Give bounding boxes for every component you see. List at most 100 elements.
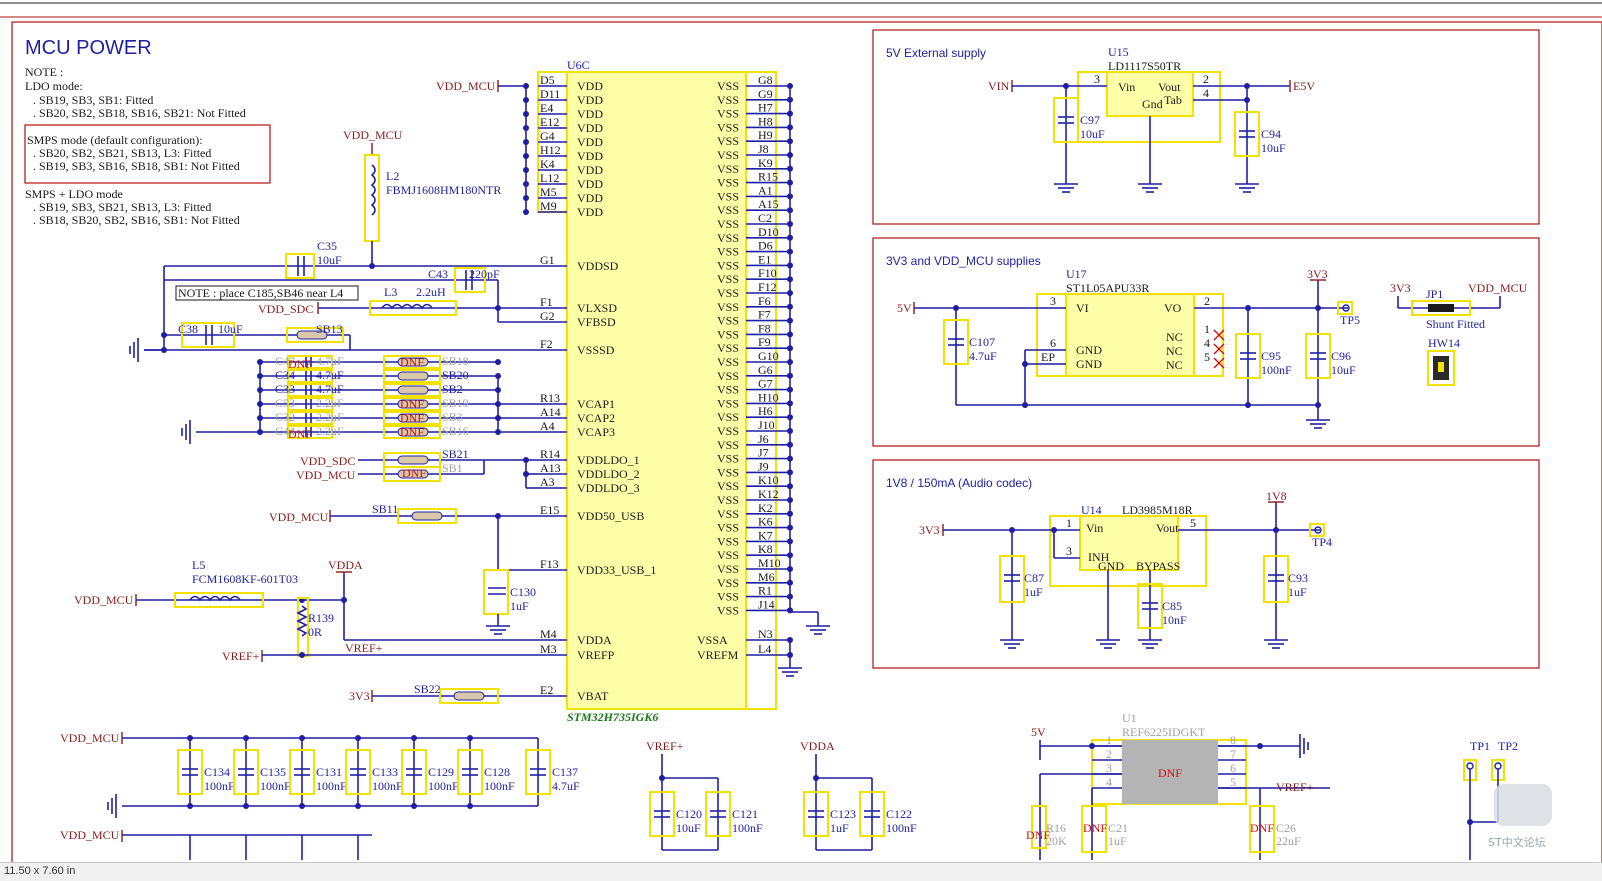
c96-value: 10uF <box>1331 363 1356 377</box>
row-solder-bridge <box>383 397 441 411</box>
chat-bubble-icon <box>1494 784 1552 826</box>
u15-part: LD1117S50TR <box>1108 59 1181 73</box>
hw14-ref: HW14 <box>1428 336 1460 350</box>
mcu-pin-number: H12 <box>540 143 561 157</box>
row-cap-ref: C33 <box>275 382 295 396</box>
mcu-pin-number: C2 <box>758 211 772 225</box>
mcu-right-pins: G8VSSG9VSSH7VSSH8VSSH9VSSJ8VSSK9VSSR15VS… <box>697 73 793 662</box>
mcu-pin-name: VSS <box>717 479 739 493</box>
mcu-pin-name: VSS <box>717 396 739 410</box>
u17-nc: NC <box>1166 330 1183 344</box>
net-vdd-mcu-sb1: VDD_MCU <box>296 468 356 482</box>
u17-gnd-2: GND <box>1076 357 1102 371</box>
note-line: NOTE : <box>25 65 63 79</box>
row-capacitor <box>287 425 333 439</box>
mcu-pin-number: D6 <box>758 239 773 253</box>
u1-pin-number: 5 <box>1230 775 1236 789</box>
junction-dot <box>411 803 417 809</box>
mcu-pin-number: M10 <box>758 556 781 570</box>
mcu-pin-name: VDDLDO_3 <box>577 481 640 495</box>
mcu-pin-name: VDDA <box>577 633 612 647</box>
mcu-pin-name: VDD <box>577 107 603 121</box>
mcu-pin-name: VSS <box>717 258 739 272</box>
c21-dnf: DNF <box>1083 821 1107 835</box>
u1-body <box>1122 740 1218 804</box>
solder-bridge-sb1 <box>383 466 441 482</box>
u14-vin: Vin <box>1086 521 1103 535</box>
decoupling-ref: C134 <box>204 765 230 779</box>
row-capacitor <box>287 411 333 425</box>
c93-ref: C93 <box>1288 571 1308 585</box>
mcu-pin-number: L12 <box>540 171 559 185</box>
c26-value: 22uF <box>1276 834 1301 848</box>
capacitor-c35 <box>285 253 315 279</box>
u15-body <box>1106 71 1194 117</box>
u17-vo: VO <box>1164 301 1182 315</box>
decoupling-ref: C128 <box>484 765 510 779</box>
filter-cap-ref: C120 <box>676 807 702 821</box>
tp2-ref: TP2 <box>1498 739 1518 753</box>
mcu-pin-number: F10 <box>758 266 777 280</box>
ferrite-l5 <box>174 592 264 608</box>
filter-capacitor <box>803 791 829 837</box>
mcu-pin-number: R1 <box>758 584 772 598</box>
mcu-pin-number: K10 <box>758 473 779 487</box>
decoupling-ref: C129 <box>428 765 454 779</box>
mcu-pin-name: VSS <box>717 534 739 548</box>
mcu-pin-name: VSS <box>717 493 739 507</box>
ground-symbol <box>806 612 830 635</box>
mcu-pin-name: VSS <box>717 120 739 134</box>
row-cap-value: 4.7uF <box>316 354 344 368</box>
mcu-pin-name: VFBSD <box>577 315 616 329</box>
row-capacitor <box>287 383 333 397</box>
mcu-pin-number: J8 <box>758 142 769 156</box>
test-point-tp5 <box>1337 301 1353 315</box>
mcu-pin-name: VSSA <box>697 633 728 647</box>
test-point-tp4 <box>1309 523 1325 537</box>
sb22-ref: SB22 <box>414 682 441 696</box>
mcu-pin-name: VSS <box>717 314 739 328</box>
inductor-l3 <box>369 300 457 316</box>
c130-value: 1uF <box>510 599 529 613</box>
solder-bridge-sb22 <box>439 688 499 704</box>
u17-body <box>1065 293 1195 377</box>
sheet-title: MCU POWER <box>25 37 152 59</box>
mcu-pin-number: K12 <box>758 487 779 501</box>
mcu-pin-number: L4 <box>758 642 771 656</box>
net-vdda: VDDA <box>328 558 363 572</box>
net-vref-u1: VREF+ <box>1276 780 1314 794</box>
u15-vin: Vin <box>1118 80 1135 94</box>
mcu-pin-name: VDDLDO_2 <box>577 467 640 481</box>
junction-dot <box>495 359 501 365</box>
u17-pin6: 6 <box>1050 336 1056 350</box>
row-sb-dnf: DNF <box>400 425 424 439</box>
l2-ref: L2 <box>386 169 399 183</box>
mcu-pin-number: K2 <box>758 501 773 515</box>
row-solder-bridge <box>383 369 441 383</box>
mcu-pin-name: VSS <box>717 355 739 369</box>
mcu-pin-name: VSS <box>717 383 739 397</box>
mcu-pin-name: VSS <box>717 603 739 617</box>
row-solder-bridge <box>383 425 441 439</box>
junction-dot <box>467 803 473 809</box>
c85-ref: C85 <box>1162 599 1182 613</box>
u17-nc-3: NC <box>1166 358 1183 372</box>
c35-ref: C35 <box>317 239 337 253</box>
net-5v-u1: 5V <box>1031 725 1046 739</box>
u15-pin4: 4 <box>1203 86 1209 100</box>
row-cap-value: 4.7uF <box>316 382 344 396</box>
net-vdd-mcu-l5: VDD_MCU <box>74 593 134 607</box>
mcu-pin-name: VSS <box>717 134 739 148</box>
mcu-pin-number: M9 <box>540 199 557 213</box>
u14-ref: U14 <box>1081 503 1102 517</box>
smps-note-line: SMPS mode (default configuration): <box>27 133 203 147</box>
c38-value: 10uF <box>218 322 243 336</box>
junction-dot <box>243 735 249 741</box>
decoupling-value: 100nF <box>204 779 235 793</box>
row-cap-value: 2.2uF <box>316 424 344 438</box>
solder-pad <box>397 371 429 381</box>
row-capacitor <box>287 397 333 411</box>
mcu-pin-number: J10 <box>758 418 775 432</box>
mcu-pin-name: VSS <box>717 438 739 452</box>
hardware-hw14 <box>1427 350 1455 386</box>
